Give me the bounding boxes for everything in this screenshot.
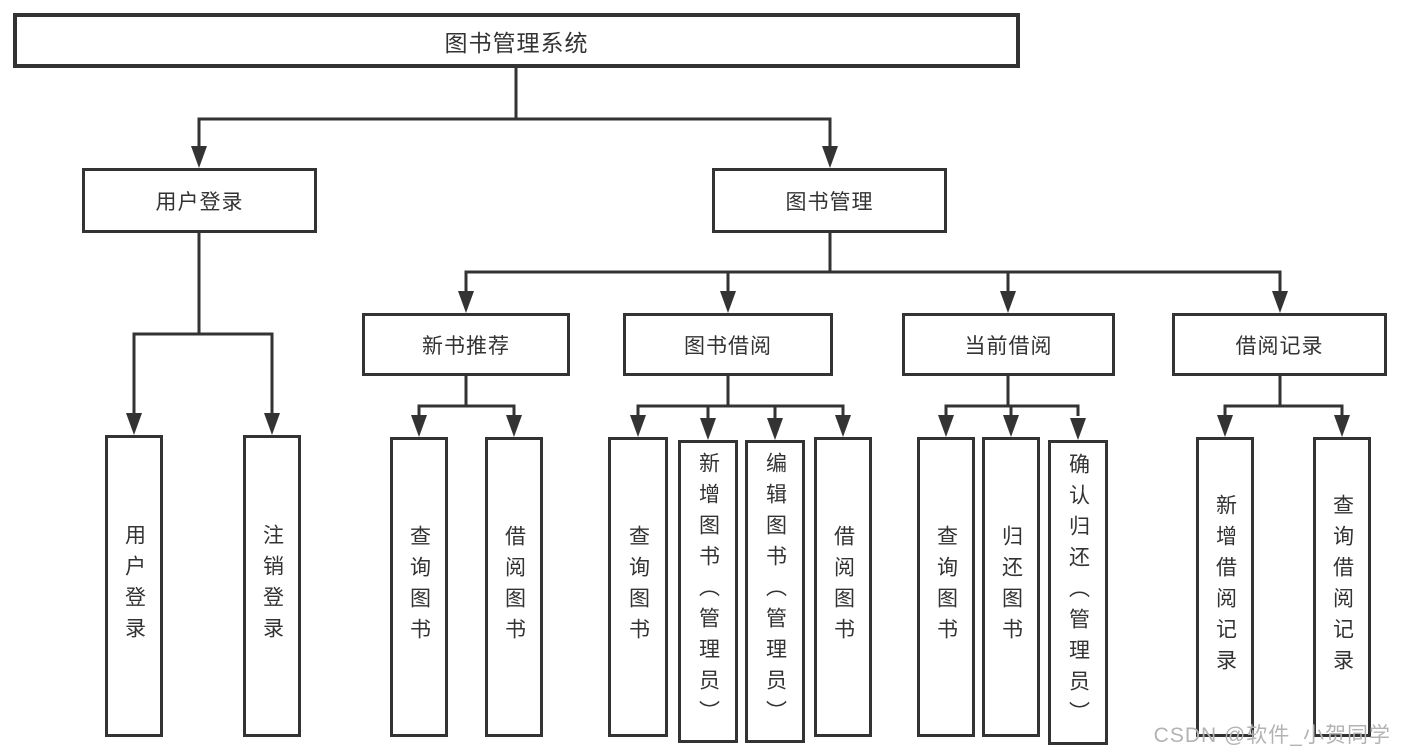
leaf-query-borrow-record: 查询借阅记录 [1313, 437, 1371, 737]
node-current-borrowing: 当前借阅 [902, 313, 1115, 376]
node-library-management-system: 图书管理系统 [13, 13, 1020, 68]
node-label: 借阅图书 [831, 525, 855, 649]
node-label: 新增借阅记录 [1213, 494, 1237, 680]
node-borrowing-records: 借阅记录 [1172, 313, 1387, 376]
leaf-borrow-books-1: 借阅图书 [485, 437, 543, 737]
node-label: 编辑图书（管理员） [763, 452, 787, 731]
node-label: 新书推荐 [422, 334, 510, 358]
leaf-edit-books-admin: 编辑图书（管理员） [745, 440, 805, 743]
leaf-user-login: 用户登录 [105, 435, 163, 737]
node-book-borrowing: 图书借阅 [623, 313, 833, 376]
leaf-query-books-1: 查询图书 [390, 437, 448, 737]
node-label: 图书管理 [785, 190, 874, 214]
node-label: 当前借阅 [964, 334, 1053, 358]
arrowhead-icons [126, 146, 1350, 440]
node-label: 图书借阅 [684, 334, 772, 358]
leaf-add-borrow-record: 新增借阅记录 [1196, 437, 1254, 737]
node-label: 图书管理系统 [444, 29, 589, 56]
node-book-management: 图书管理 [712, 168, 947, 233]
node-user-login: 用户登录 [82, 168, 317, 233]
node-label: 查询图书 [934, 525, 958, 649]
node-label: 查询借阅记录 [1330, 494, 1354, 680]
leaf-logout: 注销登录 [243, 435, 301, 737]
leaf-borrow-books-2: 借阅图书 [814, 437, 872, 737]
node-label: 用户登录 [122, 524, 146, 648]
leaf-query-books-3: 查询图书 [917, 437, 975, 737]
node-new-book-recommendation: 新书推荐 [362, 313, 570, 376]
csdn-watermark: CSDN @软件_小贺同学 [1153, 724, 1391, 747]
node-label: 新增图书（管理员） [696, 452, 720, 731]
node-label: 用户登录 [155, 190, 244, 214]
leaf-confirm-return-admin: 确认归还（管理员） [1048, 440, 1108, 745]
node-label: 归还图书 [999, 525, 1023, 649]
leaf-add-books-admin: 新增图书（管理员） [678, 440, 738, 743]
node-label: 确认归还（管理员） [1066, 453, 1090, 732]
node-label: 查询图书 [407, 525, 431, 649]
node-label: 注销登录 [260, 524, 284, 648]
leaf-query-books-2: 查询图书 [608, 437, 668, 737]
node-label: 借阅记录 [1235, 334, 1324, 358]
leaf-return-books: 归还图书 [982, 437, 1040, 737]
node-label: 查询图书 [626, 525, 650, 649]
node-label: 借阅图书 [502, 525, 526, 649]
